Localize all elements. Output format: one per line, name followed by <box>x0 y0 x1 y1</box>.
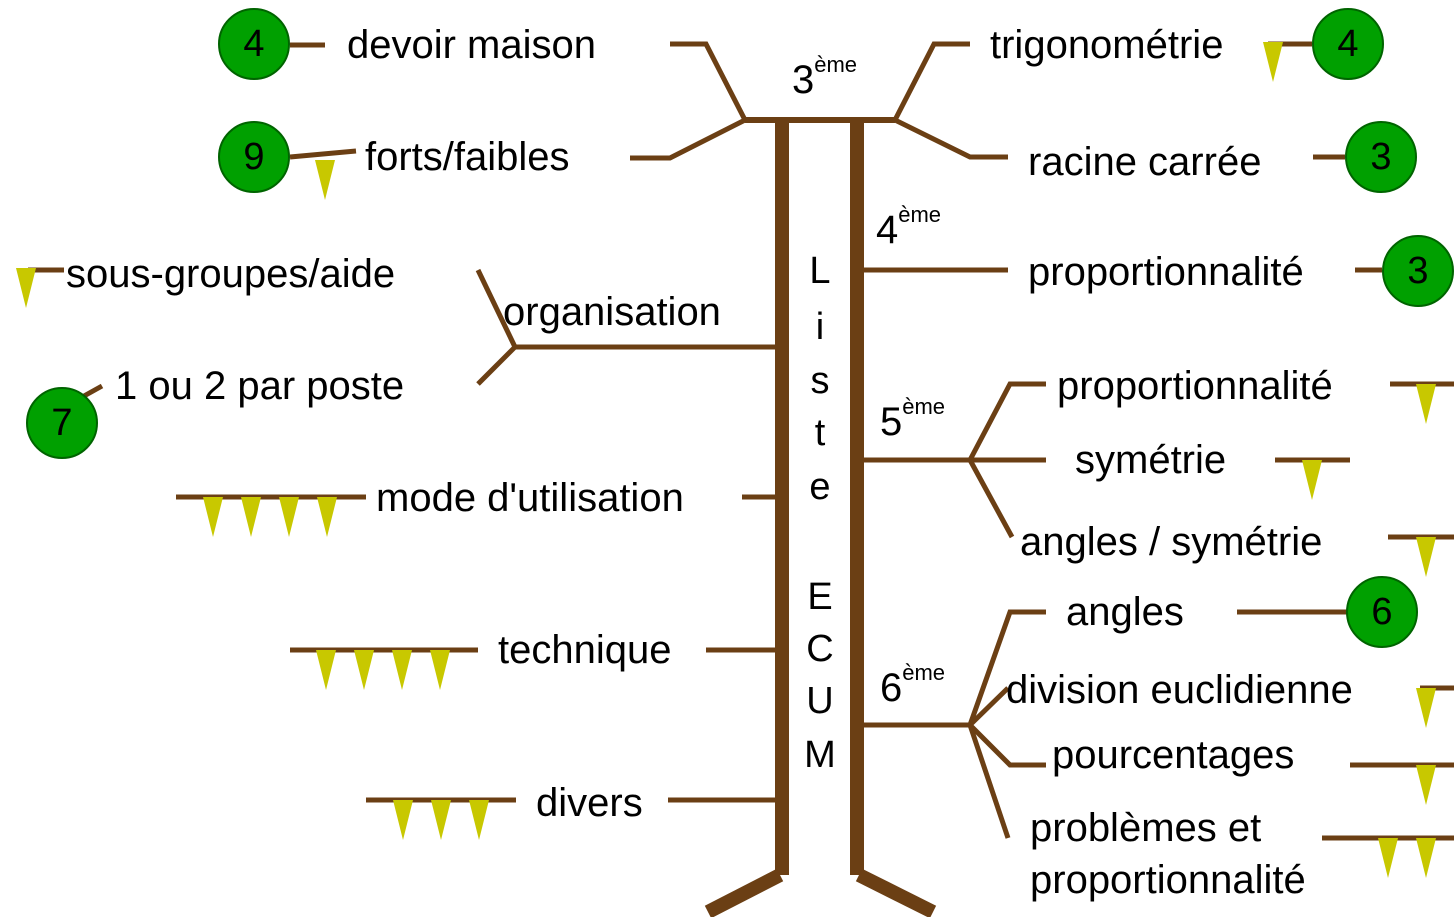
label-division-euclidienne: division euclidienne <box>1006 668 1353 712</box>
branch-5-angles-symetrie <box>967 458 1015 539</box>
level-6-sup: ème <box>902 660 946 685</box>
trunk-letter: t <box>814 412 826 454</box>
branch-5-proportionnalite <box>967 381 1046 462</box>
badge-trigonometrie: 4 <box>1312 8 1384 80</box>
arrow-marker-proportionnalite-5 <box>1416 384 1436 424</box>
label-racine-carree: racine carrée <box>1028 140 1262 184</box>
label-trigonometrie: trigonométrie <box>990 23 1224 67</box>
branch-forts-faibles <box>630 117 747 161</box>
label-devoir-maison: devoir maison <box>347 23 597 67</box>
arrow-marker-divers <box>469 800 489 840</box>
arrow-marker-divers <box>431 800 451 840</box>
level-4eme-label: 4ème <box>876 204 941 252</box>
label-forts-faibles: forts/faibles <box>365 135 570 179</box>
label-symetrie: symétrie <box>1075 438 1227 482</box>
arrow-marker-technique <box>392 650 412 690</box>
trunk-letter: C <box>806 628 834 670</box>
badge-racine-carree: 3 <box>1345 121 1417 193</box>
arrow-marker-technique <box>354 650 374 690</box>
trunk-letter: s <box>810 360 830 402</box>
badge-proportionnalite-4: 3 <box>1382 235 1454 307</box>
arrow-marker-mode <box>241 497 261 537</box>
label-organisation: organisation <box>503 290 721 334</box>
branch-org-up <box>475 268 518 349</box>
arrow-marker-angles-symetrie <box>1416 537 1436 577</box>
level-5eme-label: 5ème <box>880 396 945 444</box>
branch-org-down <box>476 345 517 386</box>
arrow-marker-trigonometrie <box>1263 42 1283 82</box>
trunk-letter: i <box>815 306 825 348</box>
arrow-marker-forts-faibles <box>315 160 335 200</box>
label-angles: angles <box>1066 590 1184 634</box>
trunk-letter: L <box>809 250 831 292</box>
badge-line-poste <box>82 383 104 399</box>
level-6-number: 6 <box>880 666 903 710</box>
level-5-number: 5 <box>880 400 903 444</box>
level-4-number: 4 <box>876 208 899 252</box>
arrow-marker-problemes <box>1416 838 1436 878</box>
arrow-marker-technique <box>430 650 450 690</box>
label-proportionnalite-4: proportionnalité <box>1028 250 1304 294</box>
badge-forts-faibles: 9 <box>218 121 290 193</box>
branch-devoir-maison <box>670 41 748 122</box>
badge-devoir-maison: 4 <box>218 8 290 80</box>
level-3eme-label: 3ème <box>792 54 857 102</box>
label-pourcentages: pourcentages <box>1052 733 1295 777</box>
level-3-sup: ème <box>814 52 858 77</box>
branch-6-angles <box>967 609 1046 726</box>
arrow-marker-division <box>1416 688 1436 728</box>
trunk-letter: M <box>804 734 836 776</box>
label-mode-utilisation: mode d'utilisation <box>376 476 684 520</box>
label-divers: divers <box>536 781 643 825</box>
level-4-sup: ème <box>898 202 942 227</box>
label-par-poste: 1 ou 2 par poste <box>115 364 405 408</box>
arrow-marker-divers <box>393 800 413 840</box>
level-6eme-label: 6ème <box>880 662 945 710</box>
arrow-marker-sous-groupes <box>16 268 36 308</box>
badge-par-poste: 7 <box>26 387 98 459</box>
branch-racine <box>893 117 1008 160</box>
label-problemes-line2: proportionnalité <box>1030 858 1306 902</box>
trunk-letter: U <box>806 680 834 722</box>
branch-trigonometrie <box>892 41 970 122</box>
label-sous-groupes: sous-groupes/aide <box>66 252 396 296</box>
level-5-sup: ème <box>902 394 946 419</box>
label-proportionnalite-5: proportionnalité <box>1057 364 1333 408</box>
branch-6-pourcentages <box>968 723 1046 768</box>
arrow-marker-mode <box>203 497 223 537</box>
branch-6-problemes <box>967 724 1011 839</box>
trunk-letter: E <box>807 576 833 618</box>
arrow-marker-technique <box>316 650 336 690</box>
label-angles-symetrie: angles / symétrie <box>1020 520 1323 564</box>
badge-line-forts <box>289 148 357 160</box>
trunk-letter: e <box>809 466 831 508</box>
branch-6-division <box>968 686 1010 727</box>
label-technique: technique <box>498 628 672 672</box>
arrow-marker-mode <box>317 497 337 537</box>
arrow-marker-pourcentages <box>1416 765 1436 805</box>
arrow-marker-problemes <box>1378 838 1398 878</box>
level-3-number: 3 <box>792 58 815 102</box>
label-problemes: problèmes et <box>1030 806 1262 850</box>
arrow-marker-symetrie <box>1302 460 1322 500</box>
badge-angles: 6 <box>1346 576 1418 648</box>
arrow-marker-mode <box>279 497 299 537</box>
trunk-root-right <box>855 868 937 917</box>
trunk-root-left <box>704 868 784 917</box>
